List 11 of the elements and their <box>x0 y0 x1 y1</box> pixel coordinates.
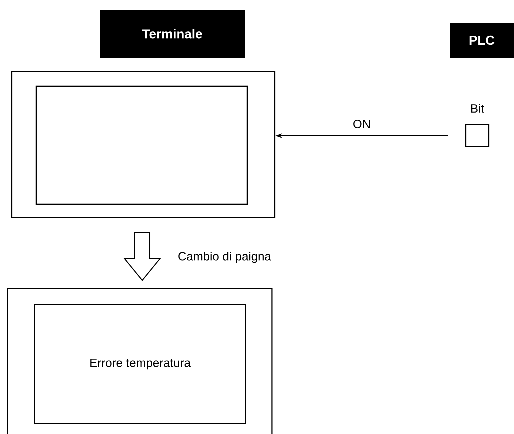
screen-box <box>36 86 248 205</box>
heading-label: Terminale <box>100 10 245 58</box>
edge-label: ON <box>354 120 370 128</box>
terminal-frame <box>11 71 276 219</box>
edge-label: Cambio di paigna <box>178 252 272 264</box>
heading-label: PLC <box>450 23 514 58</box>
bit-square <box>465 124 490 148</box>
block-arrow <box>123 232 162 282</box>
terminal-frame <box>7 288 273 434</box>
beside-label: Bit <box>472 104 484 113</box>
screen-box: Errore temperatura <box>34 304 246 424</box>
